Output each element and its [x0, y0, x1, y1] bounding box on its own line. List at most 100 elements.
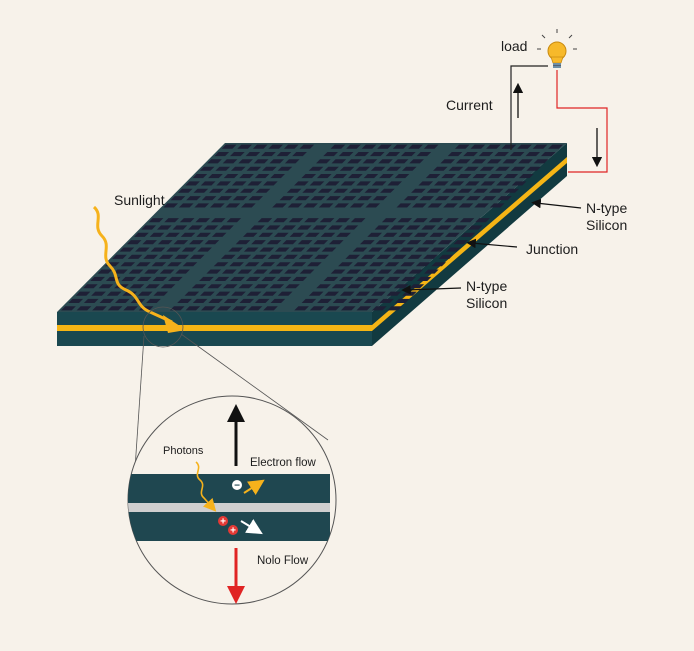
- solar-cell: [270, 174, 285, 179]
- solar-cell: [308, 291, 324, 296]
- solar-cell: [216, 181, 231, 186]
- solar-cell: [378, 284, 393, 289]
- solar-cell: [488, 188, 504, 193]
- solar-cell: [480, 181, 496, 186]
- solar-cell: [222, 159, 238, 164]
- zoom-top-layer: [128, 474, 330, 503]
- zoom-bottom-layer: [128, 512, 330, 541]
- photons-label: Photons: [163, 445, 204, 457]
- solar-cell: [340, 306, 356, 311]
- solar-cell: [382, 232, 398, 237]
- solar-cell: [419, 196, 434, 201]
- solar-cell: [199, 166, 215, 171]
- solar-cell: [330, 144, 346, 149]
- solar-cell: [299, 269, 315, 274]
- solar-cell: [76, 306, 92, 311]
- solar-cell: [241, 203, 256, 208]
- solar-cell: [357, 196, 372, 201]
- solar-cell: [263, 181, 278, 186]
- solar-cell: [279, 196, 295, 201]
- solar-cell: [149, 232, 165, 237]
- solar-cell: [331, 159, 347, 164]
- solar-cell: [235, 240, 251, 245]
- solar-cell: [224, 188, 240, 193]
- solar-cell: [386, 291, 402, 296]
- solar-cell: [266, 240, 282, 245]
- solar-cell: [334, 203, 349, 208]
- solar-cell: [431, 262, 446, 267]
- solar-cell: [364, 188, 380, 193]
- solar-cell: [441, 174, 456, 179]
- solar-cell: [286, 188, 302, 193]
- solar-cell: [413, 218, 428, 223]
- solar-cell: [335, 218, 350, 223]
- solar-cell: [348, 298, 363, 303]
- solar-cell: [346, 269, 361, 274]
- solar-cell: [238, 284, 254, 289]
- solar-cell: [168, 276, 183, 281]
- solar-cell: [99, 298, 115, 303]
- solar-cell: [239, 174, 254, 179]
- solar-cell: [178, 188, 193, 193]
- solar-cell: [430, 247, 446, 252]
- ntype-bottom-label-line1: N-type: [466, 278, 507, 294]
- hole-flow-arrowhead: [227, 586, 245, 604]
- solar-cell: [324, 291, 340, 296]
- solar-cell: [268, 144, 284, 149]
- solar-cell: [356, 306, 372, 311]
- solar-cell: [518, 159, 533, 164]
- solar-cell: [323, 276, 339, 281]
- solar-cell: [231, 166, 246, 171]
- solar-cell: [292, 276, 308, 281]
- solar-cell: [137, 291, 153, 296]
- solar-cell: [98, 284, 114, 289]
- solar-cell: [314, 254, 329, 259]
- solar-cell: [283, 254, 298, 259]
- solar-cell: [231, 181, 247, 186]
- solar-cell: [519, 174, 534, 179]
- solar-cell: [510, 166, 526, 171]
- solar-cell: [244, 262, 260, 267]
- solar-cell: [349, 203, 365, 208]
- solar-cell: [383, 247, 399, 252]
- solar-cell: [403, 196, 419, 201]
- solar-cell: [362, 159, 378, 164]
- solar-cell: [203, 225, 219, 230]
- solar-cell: [355, 291, 371, 296]
- solar-cell: [324, 166, 339, 171]
- solar-cell: [445, 232, 460, 237]
- solar-cell: [464, 166, 479, 171]
- solar-cell: [361, 144, 377, 149]
- solar-cell: [487, 159, 502, 164]
- solar-cell: [115, 298, 130, 303]
- solar-cell: [222, 284, 238, 289]
- solar-cell: [295, 196, 310, 201]
- solar-cell: [437, 240, 453, 245]
- solar-cell: [284, 159, 300, 164]
- solar-cell: [414, 232, 429, 237]
- solar-cell: [331, 284, 347, 289]
- solar-cell: [90, 276, 105, 281]
- solar-cell: [260, 262, 275, 267]
- solar-cell: [486, 144, 501, 149]
- solar-cell: [288, 218, 304, 223]
- solar-cell: [548, 144, 563, 149]
- solar-cell: [310, 196, 326, 201]
- solar-cell: [390, 225, 405, 230]
- solar-cell: [367, 232, 382, 237]
- solar-cell: [222, 269, 237, 274]
- solar-cell: [479, 166, 495, 171]
- current-label: Current: [446, 97, 493, 113]
- solar-cell: [287, 203, 303, 208]
- sunlight-ray: [92, 205, 173, 324]
- solar-cell: [184, 291, 200, 296]
- solar-cell: [353, 262, 369, 267]
- solar-cell: [231, 291, 246, 296]
- solar-cell: [153, 291, 169, 296]
- solar-cell: [247, 181, 263, 186]
- solar-cell: [294, 181, 309, 186]
- solar-cell: [463, 152, 478, 157]
- solar-cell: [174, 254, 190, 259]
- solar-cell: [142, 240, 157, 245]
- solar-cell: [495, 166, 510, 171]
